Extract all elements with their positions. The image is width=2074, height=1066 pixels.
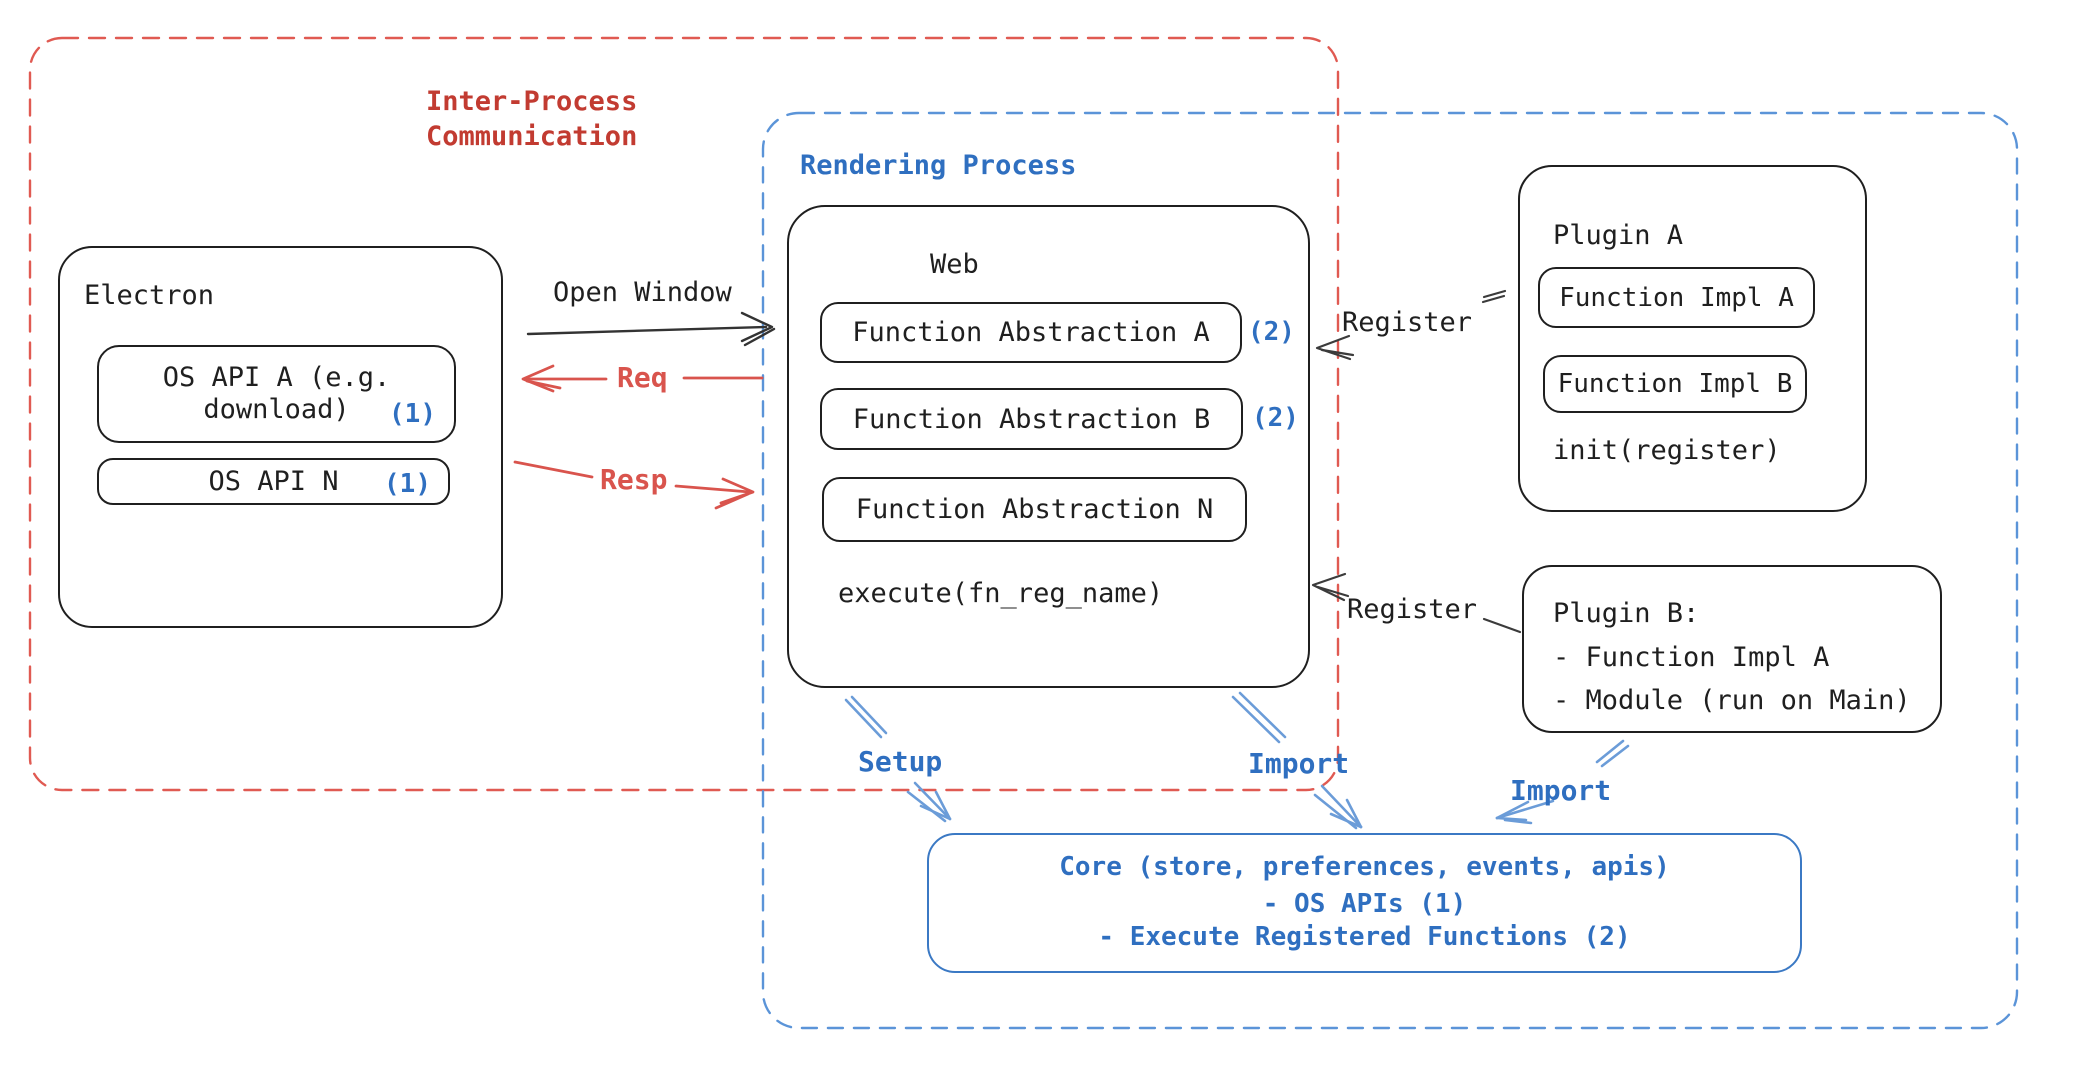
execute-text: execute(fn_reg_name) [838, 578, 1164, 609]
function-impl-b-label: Function Impl B [1557, 369, 1793, 399]
import-web-label: Import [1248, 747, 1350, 780]
register-bottom-label: Register [1347, 594, 1478, 625]
core-line1: Core (store, preferences, events, apis) [1059, 852, 1670, 882]
function-abstraction-b-badge: (2) [1252, 403, 1299, 433]
function-abstraction-n-box: Function Abstraction N [822, 477, 1247, 542]
open-window-arrow [526, 311, 776, 347]
core-box [927, 833, 1802, 973]
ipc-dashed-region [28, 36, 1340, 792]
os-api-n-box: OS API N (1) [97, 458, 450, 505]
plugin-a-title: Plugin A [1553, 220, 1684, 251]
os-api-n-badge: (1) [384, 469, 431, 499]
plugin-b-line2: - Function Impl A [1553, 642, 1830, 673]
os-api-a-box: OS API A (e.g. download) (1) [97, 345, 456, 443]
setup-label: Setup [858, 745, 943, 778]
function-impl-a-box: Function Impl A [1538, 267, 1815, 328]
rendering-dashed-region [761, 111, 2019, 1030]
os-api-a-line1: OS API A (e.g. [162, 362, 391, 393]
os-api-a-line2: download) [203, 394, 350, 425]
function-impl-b-box: Function Impl B [1543, 355, 1807, 413]
plugin-b-box [1522, 565, 1942, 733]
web-title: Web [930, 249, 979, 280]
os-api-a-badge: (1) [389, 399, 436, 429]
register-bottom-arrow [1311, 572, 1522, 634]
register-top-arrow [1315, 289, 1507, 361]
plugin-b-line3: - Module (run on Main) [1553, 685, 1911, 716]
function-abstraction-a-badge: (2) [1248, 317, 1295, 347]
import-plugin-label: Import [1510, 774, 1612, 807]
rendering-region-title: Rendering Process [800, 150, 1077, 181]
req-label: Req [617, 361, 668, 394]
setup-arrow [844, 695, 952, 823]
function-abstraction-n-label: Function Abstraction N [855, 494, 1214, 525]
plugin-b-line1: Plugin B: [1553, 598, 1700, 629]
register-top-label: Register [1342, 307, 1473, 338]
req-arrow [521, 364, 764, 393]
plugin-a-box [1518, 165, 1867, 512]
function-abstraction-b-box: Function Abstraction B [820, 388, 1243, 450]
import-plugin-arrow [1495, 739, 1630, 825]
function-abstraction-b-label: Function Abstraction B [852, 403, 1211, 435]
ipc-region-title: Inter-Process Communication [426, 86, 638, 152]
electron-title: Electron [84, 280, 215, 311]
function-abstraction-a-label: Function Abstraction A [852, 317, 1210, 348]
open-window-label: Open Window [553, 277, 732, 308]
core-line3: - Execute Registered Functions (2) [1098, 922, 1631, 952]
resp-label: Resp [600, 463, 668, 496]
core-line2: - OS APIs (1) [1262, 889, 1467, 919]
web-box [787, 205, 1310, 688]
import-web-arrow [1231, 691, 1363, 830]
function-impl-a-label: Function Impl A [1559, 282, 1794, 313]
init-register-text: init(register) [1553, 435, 1781, 466]
function-abstraction-a-box: Function Abstraction A [820, 302, 1242, 363]
os-api-n-label: OS API N [208, 466, 339, 497]
electron-box [58, 246, 503, 628]
resp-arrow [513, 460, 755, 510]
